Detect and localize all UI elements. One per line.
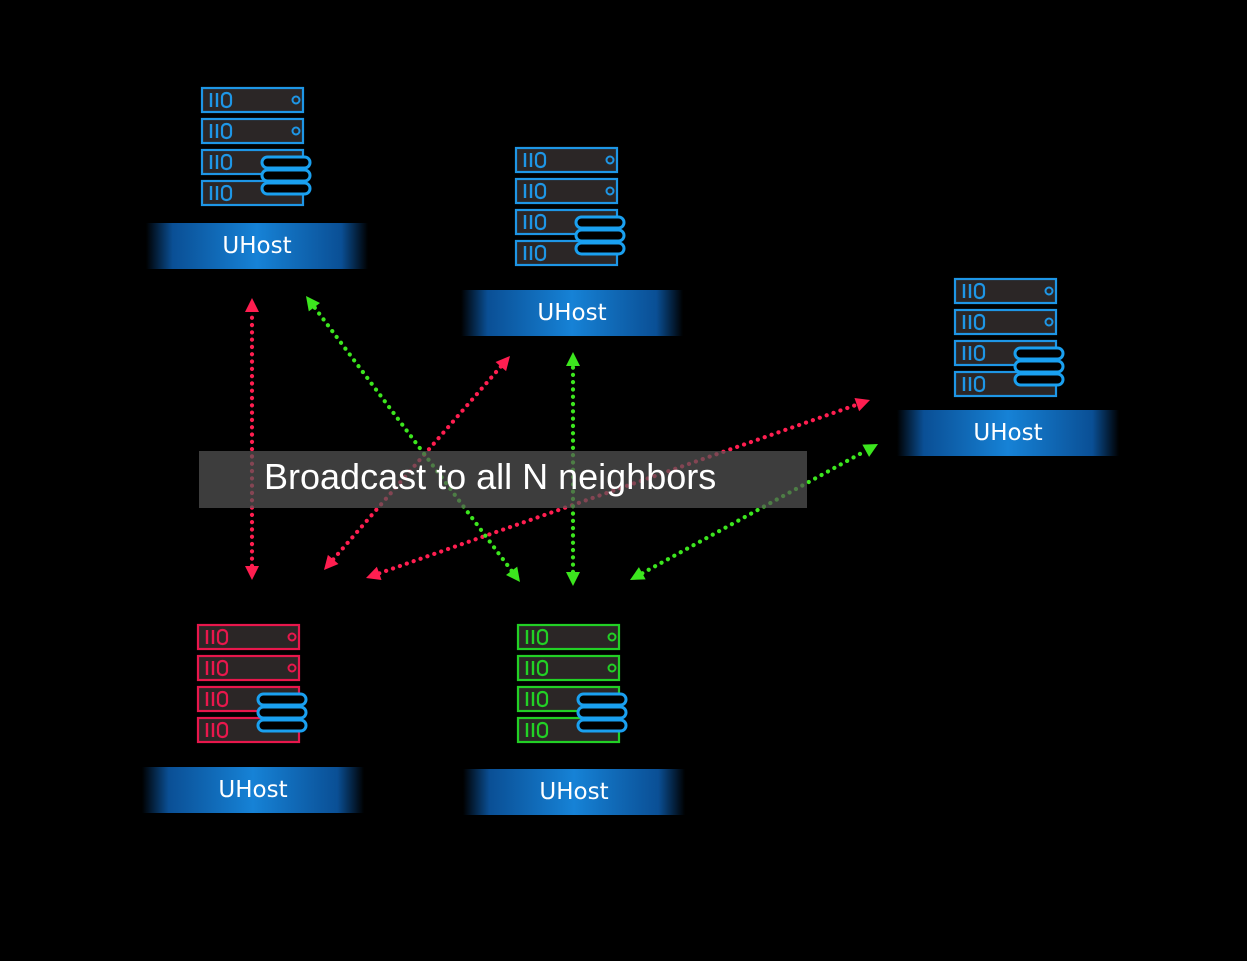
disk-stack-icon [1013,346,1065,387]
arrowhead-start [566,572,580,586]
arrowhead-end [306,296,320,312]
host-label-top-middle: UHost [461,290,683,336]
link-line [377,402,859,576]
arrowhead-start [506,566,520,582]
server-unit [196,654,301,682]
server-unit [196,623,301,651]
arrowhead-start [245,566,259,580]
link-red-3 [366,398,870,580]
link-line [331,364,503,562]
link-green-4 [306,296,520,582]
arrowhead-start [324,554,339,570]
caption-box: Broadcast to all N neighbors [199,451,807,508]
arrowhead-start [366,566,382,580]
servers-layer [196,86,1065,744]
server-unit [200,117,305,145]
server-unit [953,308,1058,336]
server-unit [514,177,619,205]
server-unit [516,654,621,682]
server-rack-icon [196,623,308,744]
link-red-2 [324,356,510,570]
disk-stack-icon [576,692,628,733]
link-green-6 [630,444,878,580]
server-rack-icon [514,146,626,267]
server-rack-icon [200,86,312,207]
server-unit [514,146,619,174]
host-label-bottom-middle: UHost [463,769,685,815]
arrowhead-end [566,352,580,366]
host-label-bottom-left: UHost [142,767,364,813]
arrowhead-end [854,398,870,412]
link-line [640,448,868,576]
server-unit [516,623,621,651]
host-label-top-left: UHost [146,223,368,269]
arrowhead-end [245,298,259,312]
disk-stack-icon [574,215,626,256]
caption-text: Broadcast to all N neighbors [264,456,717,497]
arrowhead-end [862,444,878,457]
disk-stack-icon [256,692,308,733]
host-label-right: UHost [897,410,1119,456]
server-unit [953,277,1058,305]
arrowhead-start [630,567,646,580]
link-red-1 [245,298,259,580]
arrowhead-end [495,356,510,372]
disk-stack-icon [260,155,312,196]
server-unit [200,86,305,114]
server-rack-icon [516,623,628,744]
server-rack-icon [953,277,1065,398]
